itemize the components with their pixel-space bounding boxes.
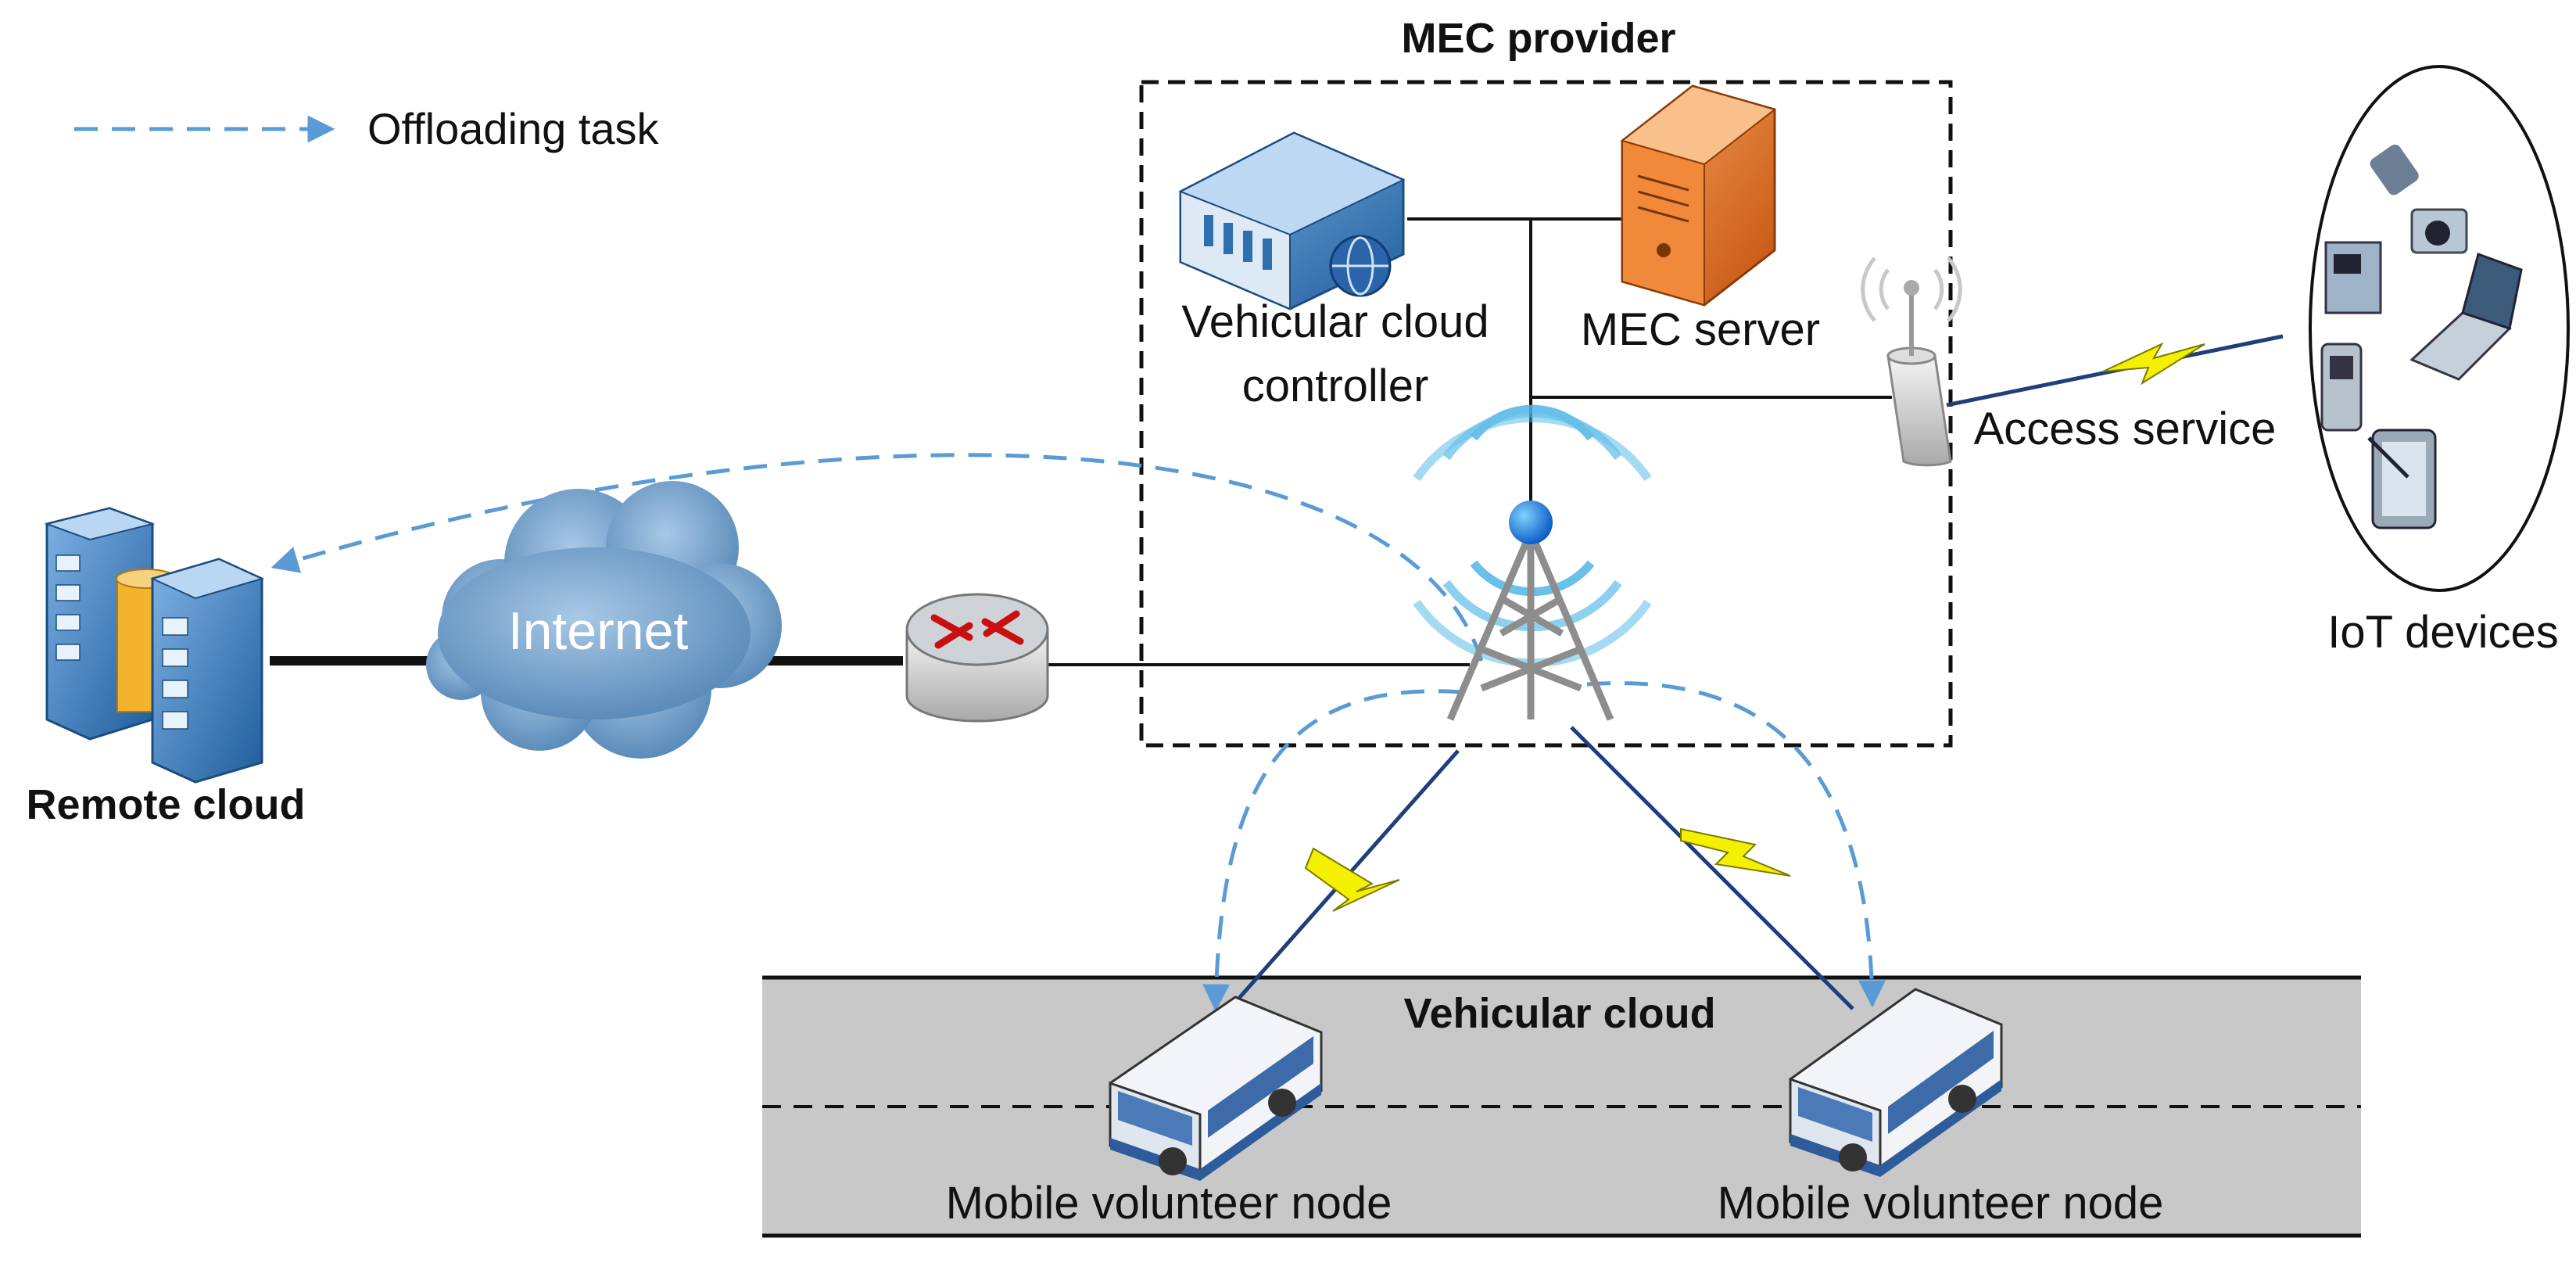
vehicular-cloud-label: Vehicular cloud [1403, 990, 1716, 1037]
wired-links [270, 217, 1892, 666]
lightning-right-icon [1680, 827, 1791, 877]
offloading-arrows [270, 453, 1886, 1012]
iot-ellipse [2309, 65, 2570, 592]
vehicular-cloud-controller-icon [1178, 131, 1406, 310]
router-icon [905, 593, 1049, 723]
mec-provider-box [1139, 80, 1953, 748]
vehicular-cloud-controller-label-line2: controller [1241, 361, 1429, 411]
access-service-label: Access service [1973, 404, 2277, 454]
remote-cloud-servers-icon [44, 507, 264, 784]
iot-phone-icon [2370, 144, 2419, 196]
access-point-icon [1861, 257, 1962, 467]
mec-server-icon [1620, 84, 1777, 307]
wireless-links [1214, 334, 2284, 1026]
volunteer-node-left-label: Mobile volunteer node [945, 1178, 1392, 1229]
wireless-link-right [1570, 726, 1854, 1010]
internet-label: Internet [507, 601, 689, 661]
iot-handset-icon [2320, 343, 2363, 432]
vehicular-cloud-road [762, 975, 2361, 1238]
volunteer-node-right-label: Mobile volunteer node [1717, 1178, 2164, 1229]
bus-right-icon [1789, 988, 2003, 1177]
internet-cloud-icon [426, 481, 782, 759]
mec-provider-title: MEC provider [1401, 15, 1676, 62]
lightning-iot-icon [2102, 342, 2205, 386]
bus-left-icon [1109, 996, 1323, 1181]
legend-label: Offloading task [367, 104, 659, 153]
iot-tablet-icon [2367, 429, 2437, 529]
iot-atm-icon [2324, 241, 2382, 314]
offload-arrow-to-remote-cloud [270, 453, 1484, 662]
iot-devices-label: IoT devices [2327, 607, 2559, 658]
vehicular-cloud-controller-label-line1: Vehicular cloud [1181, 296, 1489, 347]
mec-server-label: MEC server [1580, 304, 1821, 355]
iot-devices-group [2309, 65, 2570, 592]
iot-laptop-icon [2409, 253, 2523, 381]
offload-arrow-to-left-vehicle [1202, 689, 1463, 1012]
lightning-left-icon [1304, 847, 1400, 912]
remote-cloud-label: Remote cloud [26, 781, 306, 828]
cell-tower-icon [1413, 404, 1652, 721]
iot-camera-icon [2410, 208, 2468, 254]
